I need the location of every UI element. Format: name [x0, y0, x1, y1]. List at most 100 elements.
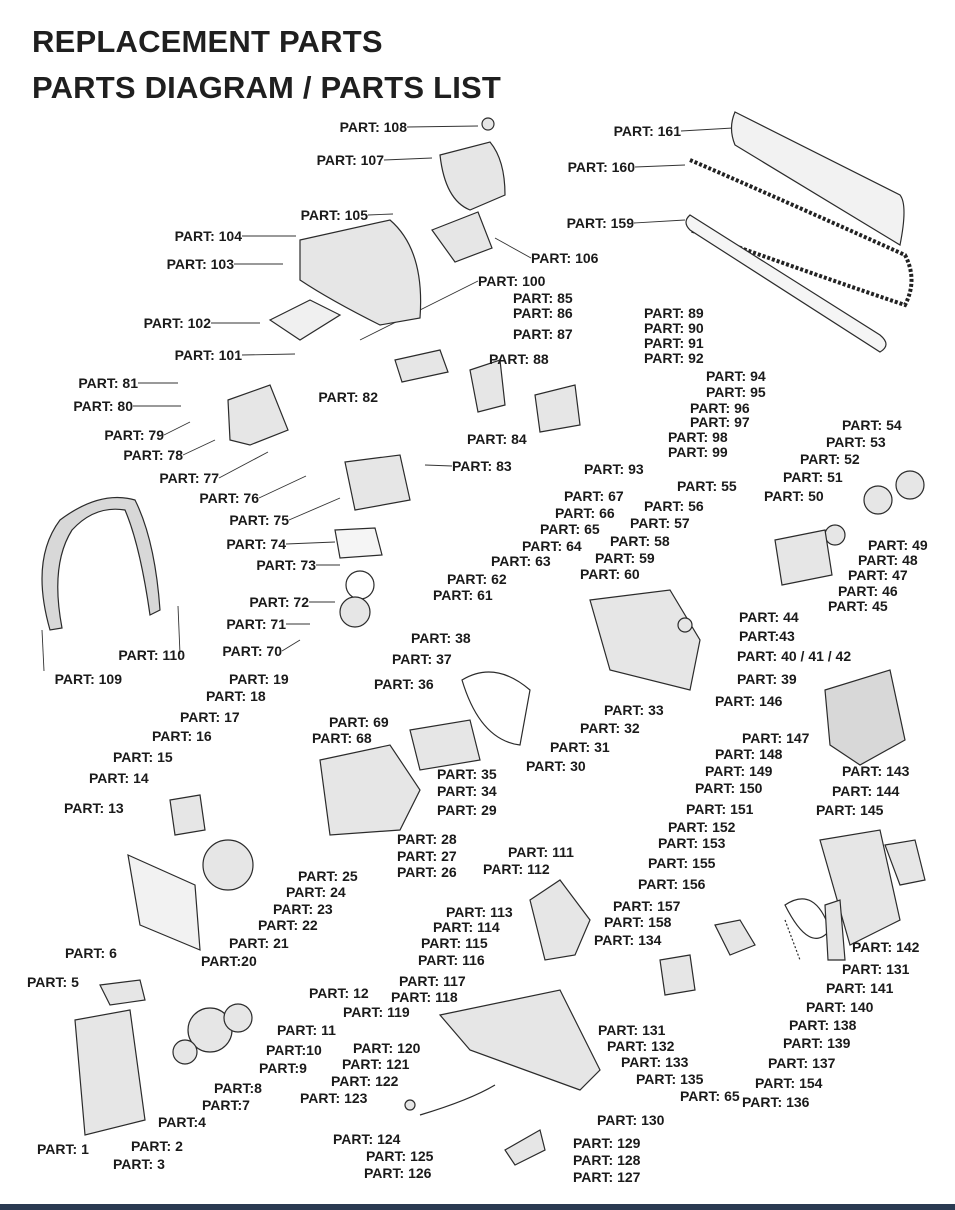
part-label: PART: 62 [447, 571, 507, 587]
part-label: PART: 112 [483, 861, 550, 877]
starter-pawl-disc-shape [223, 1003, 253, 1033]
leader-line [285, 541, 336, 545]
part-label: PART: 155 [648, 855, 716, 871]
part-label: PART: 158 [604, 914, 672, 930]
part-label: PART:4 [158, 1114, 206, 1130]
leader-line [241, 353, 296, 356]
part-label: PART: 98 [668, 429, 728, 445]
part-label: PART: 154 [755, 1075, 823, 1091]
part-label: PART: 106 [531, 250, 599, 266]
brake-lever-shape [714, 919, 756, 956]
crankshaft-shape [409, 719, 481, 771]
cover-knob-shape [481, 117, 495, 131]
part-label: PART: 144 [832, 783, 900, 799]
muffler-shape [227, 384, 289, 446]
part-label: PART: 40 / 41 / 42 [737, 648, 852, 664]
part-label: PART: 94 [706, 368, 766, 384]
part-label: PART: 79 [104, 427, 164, 443]
part-label: PART: 16 [152, 728, 212, 744]
part-label: PART: 31 [550, 739, 610, 755]
part-label: PART: 23 [273, 901, 333, 917]
front-handle-shape [41, 497, 161, 631]
part-label: PART: 133 [621, 1054, 689, 1070]
fuel-tank-shape [438, 989, 601, 1091]
part-label: PART: 161 [613, 123, 681, 139]
part-label: PART: 77 [159, 470, 219, 486]
part-label: PART: 124 [333, 1131, 401, 1147]
part-label: PART: 83 [452, 458, 512, 474]
part-label: PART: 72 [249, 594, 309, 610]
part-label: PART: 116 [418, 952, 485, 968]
leader-line [218, 451, 269, 479]
part-label: PART: 134 [594, 932, 662, 948]
clutch-drum-shape [895, 470, 925, 500]
part-label: PART: 35 [437, 766, 497, 782]
air-filter-cover-shape [439, 141, 506, 211]
part-label: PART: 131 [598, 1022, 666, 1038]
part-label: PART: 101 [174, 347, 242, 363]
part-label: PART:9 [259, 1060, 307, 1076]
part-label: PART: 136 [742, 1094, 810, 1110]
part-label: PART: 12 [309, 985, 369, 1001]
part-label: PART: 107 [316, 152, 384, 168]
part-label: PART: 109 [54, 671, 122, 687]
part-label: PART: 78 [123, 447, 183, 463]
ignition-coil-shape [169, 794, 206, 836]
part-label: PART: 24 [286, 884, 346, 900]
part-label: PART: 76 [199, 490, 259, 506]
crankcase-right-shape [589, 589, 701, 691]
leader-line [680, 127, 734, 132]
leader-line [288, 497, 341, 521]
page-subtitle: PARTS DIAGRAM / PARTS LIST [32, 70, 502, 105]
part-label: PART: 102 [143, 315, 211, 331]
part-label: PART: 129 [573, 1135, 641, 1151]
part-label: PART: 95 [706, 384, 766, 400]
part-label: PART: 21 [229, 935, 289, 951]
chain-tensioner-shape [884, 839, 926, 886]
part-label: PART: 6 [65, 945, 117, 961]
sprocket-shape [863, 485, 893, 515]
part-label: PART: 25 [298, 868, 358, 884]
part-label: PART: 67 [564, 488, 624, 504]
part-label: PART: 86 [513, 305, 573, 321]
leader-line [633, 219, 686, 224]
part-label: PART: 153 [658, 835, 726, 851]
intake-shape [394, 349, 449, 383]
part-label: PART: 111 [508, 844, 574, 860]
part-label: PART: 80 [73, 398, 133, 414]
part-label: PART: 103 [166, 256, 234, 272]
oil-pump-shape [677, 617, 693, 633]
part-label: PART: 87 [513, 326, 573, 342]
part-label: PART: 135 [636, 1071, 704, 1087]
part-label: PART: 63 [491, 553, 551, 569]
heat-shield-shape [268, 299, 342, 341]
part-label: PART: 139 [783, 1035, 851, 1051]
part-illustrations [41, 111, 926, 1166]
part-label: PART: 15 [113, 749, 173, 765]
part-label: PART: 30 [526, 758, 586, 774]
part-label: PART: 152 [668, 819, 736, 835]
part-label: PART: 117 [399, 973, 466, 989]
rear-handle-shape [529, 879, 591, 961]
part-label: PART: 126 [364, 1165, 432, 1181]
part-label: PART: 49 [868, 537, 928, 553]
page-title: REPLACEMENT PARTS [32, 24, 383, 59]
brake-plate-shape [659, 954, 696, 996]
part-label: PART: 122 [331, 1073, 399, 1089]
air-filter-shape [431, 211, 493, 263]
part-label: PART: 36 [374, 676, 434, 692]
part-label: PART: 151 [686, 801, 754, 817]
part-label: PART: 19 [229, 671, 289, 687]
part-label: PART: 159 [566, 215, 634, 231]
part-label: PART: 75 [229, 512, 289, 528]
gasket-right-shape [461, 671, 531, 746]
guide-bar-cover-shape [730, 111, 905, 246]
saw-chain-shape [689, 158, 914, 308]
fuel-cap-shape [504, 1129, 546, 1166]
part-label: PART: 54 [842, 417, 902, 433]
part-label: PART: 51 [783, 469, 843, 485]
part-label: PART: 59 [595, 550, 655, 566]
part-label: PART: 130 [597, 1112, 665, 1128]
crankcase-left-shape [319, 744, 421, 836]
